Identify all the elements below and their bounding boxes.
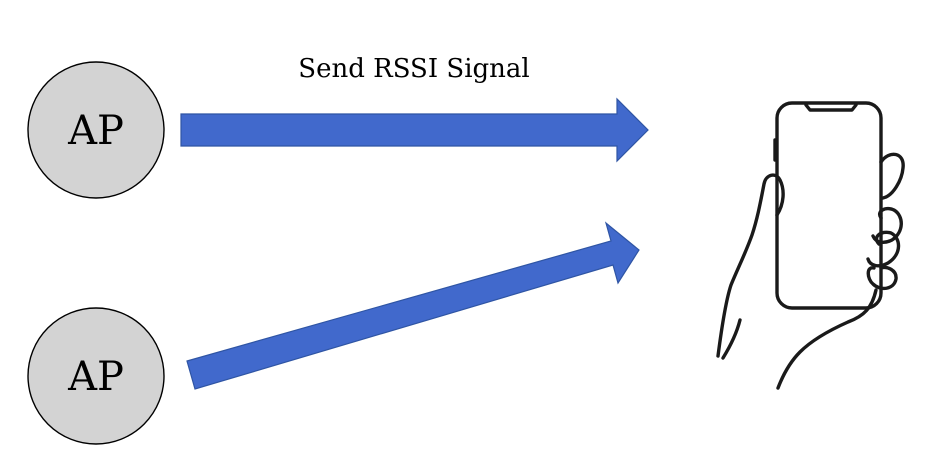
signal-arrow-2 <box>186 221 640 390</box>
hand-finger-1 <box>879 152 905 200</box>
access-point-1-circle <box>27 61 165 199</box>
hand-finger-4 <box>866 265 898 291</box>
hand-finger-2 <box>871 206 903 245</box>
hand-palm <box>776 288 878 390</box>
hand-wrist <box>721 318 742 360</box>
access-point-1: AP <box>27 61 165 199</box>
access-point-2: AP <box>27 307 165 445</box>
access-point-1-label: AP <box>67 108 124 154</box>
hand-finger-3 <box>866 230 901 268</box>
signal-arrow-1 <box>180 97 649 163</box>
signal-label: Send RSSI Signal <box>298 54 529 84</box>
hand-holding-smartphone-icon <box>716 101 905 390</box>
access-point-2-circle <box>27 307 165 445</box>
access-point-2-label: AP <box>67 354 124 400</box>
smartphone-notch <box>804 103 858 112</box>
smartphone-body <box>775 101 883 310</box>
hand-thumb <box>716 173 785 358</box>
